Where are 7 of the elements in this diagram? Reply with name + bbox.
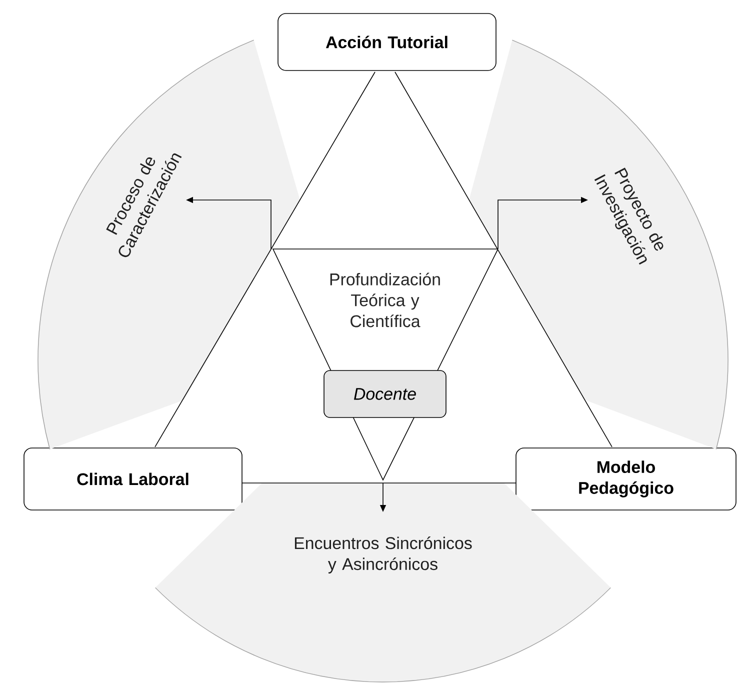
process-box: Modelo Pedagógico bbox=[516, 448, 736, 510]
process-box: Acción Tutorial bbox=[278, 13, 496, 71]
connector-line bbox=[154, 72, 376, 448]
role-box: Docente bbox=[324, 370, 446, 418]
connector-line bbox=[394, 72, 612, 448]
connector-line bbox=[242, 482, 516, 484]
process-box: Clima Laboral bbox=[24, 448, 242, 510]
